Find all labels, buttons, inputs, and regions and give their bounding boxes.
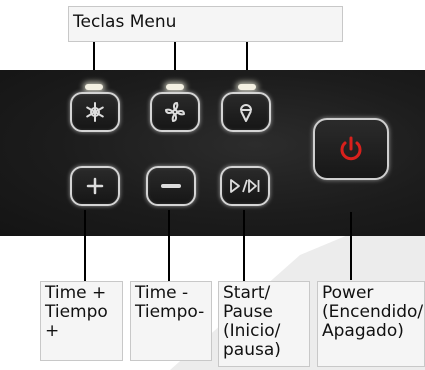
ice-cream-icon bbox=[240, 104, 252, 122]
ice-cream-button[interactable] bbox=[221, 92, 271, 132]
connector-line bbox=[93, 42, 95, 90]
fan-led bbox=[166, 84, 184, 90]
ice-cream-led bbox=[238, 84, 256, 90]
connector-line bbox=[243, 210, 245, 282]
snowflake-button[interactable] bbox=[70, 92, 120, 132]
time-plus-button[interactable] bbox=[70, 166, 120, 206]
connector-line bbox=[174, 42, 176, 88]
fan-icon bbox=[165, 102, 185, 122]
power-label: Power (Encendido/ Apagado) bbox=[317, 281, 425, 367]
play-pause-icon bbox=[230, 179, 260, 193]
plus-icon bbox=[86, 177, 104, 195]
connector-line bbox=[168, 210, 170, 282]
start-pause-label: Start/ Pause (Inicio/ pausa) bbox=[218, 281, 310, 367]
time-plus-label: Time + Tiempo + bbox=[40, 281, 123, 361]
minus-icon bbox=[161, 184, 181, 188]
connector-line bbox=[350, 212, 352, 280]
fan-button[interactable] bbox=[150, 92, 200, 132]
time-minus-button[interactable] bbox=[146, 166, 196, 206]
power-icon bbox=[340, 136, 362, 161]
time-minus-label: Time - Tiempo- bbox=[130, 281, 212, 361]
menu-keys-label: Teclas Menu bbox=[68, 6, 343, 42]
connector-line bbox=[246, 42, 248, 88]
snowflake-icon bbox=[86, 102, 104, 122]
snowflake-led bbox=[85, 84, 103, 90]
start-pause-button[interactable] bbox=[220, 166, 270, 206]
connector-line bbox=[84, 210, 86, 282]
power-button[interactable] bbox=[313, 118, 389, 180]
